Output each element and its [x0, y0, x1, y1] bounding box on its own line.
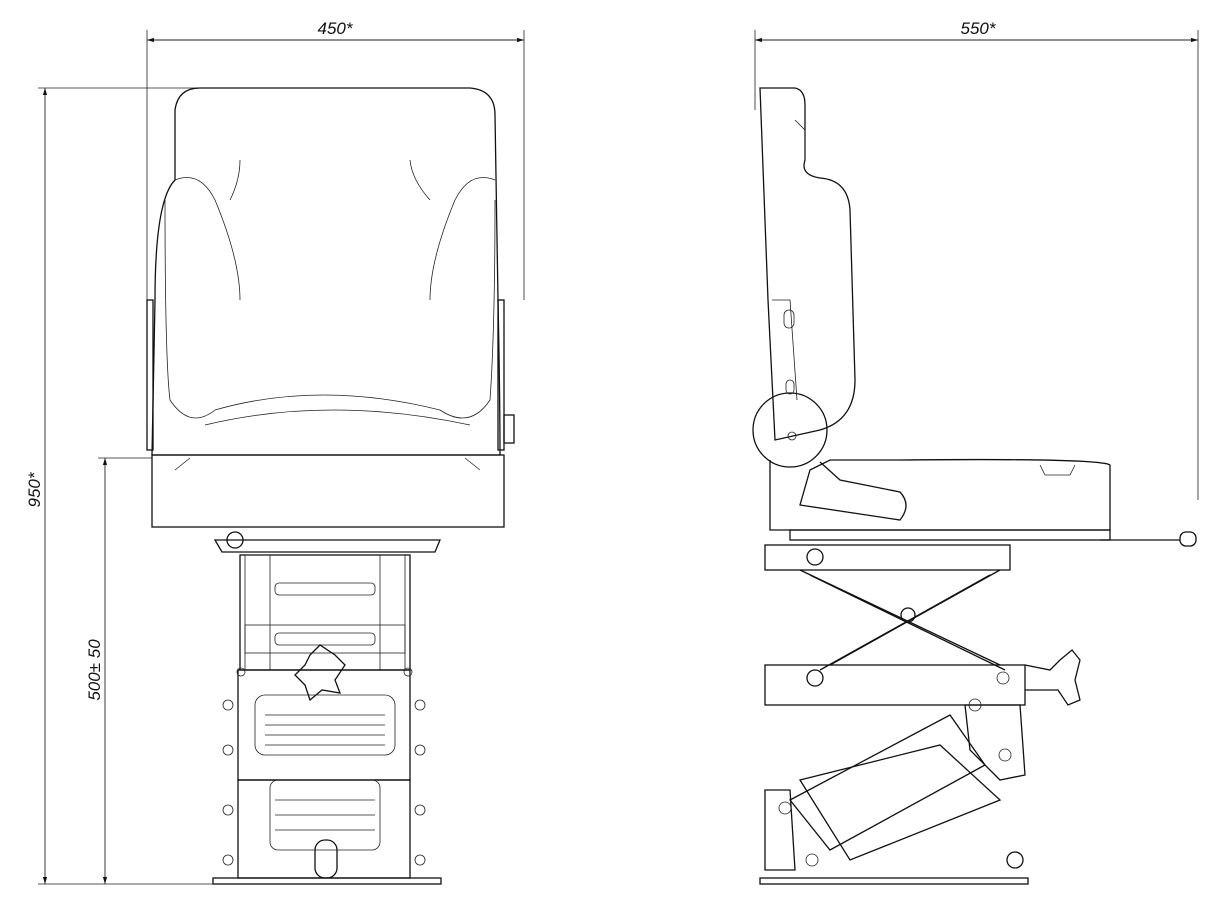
seat-height-label: 500± 50 [85, 639, 104, 701]
front-view-seat [146, 87, 515, 885]
bolt-heads [222, 667, 426, 866]
depth-label: 550* [961, 19, 997, 38]
seat-height-dimension: 500± 50 [85, 457, 152, 884]
side-view-seat [752, 87, 1197, 885]
front-width-dimension: 450* [146, 19, 525, 300]
front-height-dimension: 950* [25, 87, 230, 885]
width-label: 450* [318, 19, 354, 38]
height-label: 950* [25, 471, 44, 507]
side-depth-dimension: 550* [754, 19, 1199, 500]
